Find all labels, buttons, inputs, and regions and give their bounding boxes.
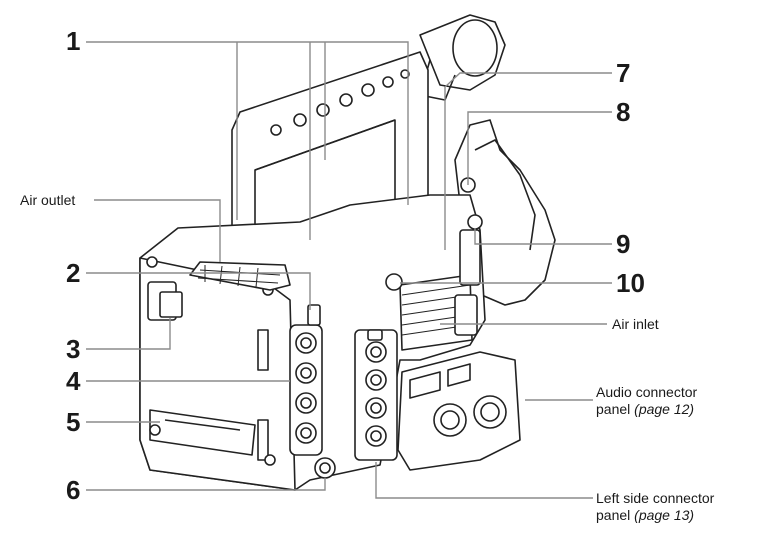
leader-1: [86, 41, 409, 240]
audio-panel-line2: panel: [596, 401, 631, 417]
label-left-side-connector-panel: Left side connector panel (page 13): [596, 490, 714, 524]
leader-air-outlet: [94, 199, 221, 262]
leader-lines: [86, 41, 612, 499]
label-audio-connector-panel: Audio connector panel (page 12): [596, 384, 697, 418]
leader-9: [474, 228, 612, 245]
bnc-column: [289, 324, 323, 456]
callout-4: 4: [66, 366, 81, 396]
callout-9: 9: [616, 229, 631, 259]
audio-panel-page-ref: (page 12): [634, 401, 695, 417]
callout-1: 1: [66, 26, 81, 56]
callout-2: 2: [66, 258, 81, 288]
callout-5: 5: [66, 407, 81, 437]
audio-panel-line1: Audio connector: [596, 384, 698, 400]
callout-10: 10: [616, 268, 645, 298]
left-panel-line1: Left side connector: [596, 490, 715, 506]
callout-3: 3: [66, 334, 81, 364]
leader-left-panel: [375, 462, 593, 499]
leader-3: [86, 318, 171, 350]
audio-panel-line2-wrap: panel (page 12): [596, 401, 697, 418]
callout-6: 6: [66, 475, 81, 505]
air-inlet-vents: [399, 274, 473, 351]
callout-8: 8: [616, 97, 631, 127]
air-outlet-vents: [189, 261, 291, 291]
camera-outline: [139, 14, 556, 491]
leader-2: [86, 272, 311, 310]
leader-7: [444, 72, 612, 250]
leader-8: [467, 111, 612, 185]
left-panel-line2: panel: [596, 507, 631, 523]
label-air-inlet: Air inlet: [612, 316, 659, 332]
left-panel-line2-wrap: panel (page 13): [596, 507, 714, 524]
leader-6: [86, 478, 326, 491]
left-panel-page-ref: (page 13): [634, 507, 695, 523]
callout-7: 7: [616, 58, 631, 88]
label-air-outlet: Air outlet: [20, 192, 76, 208]
